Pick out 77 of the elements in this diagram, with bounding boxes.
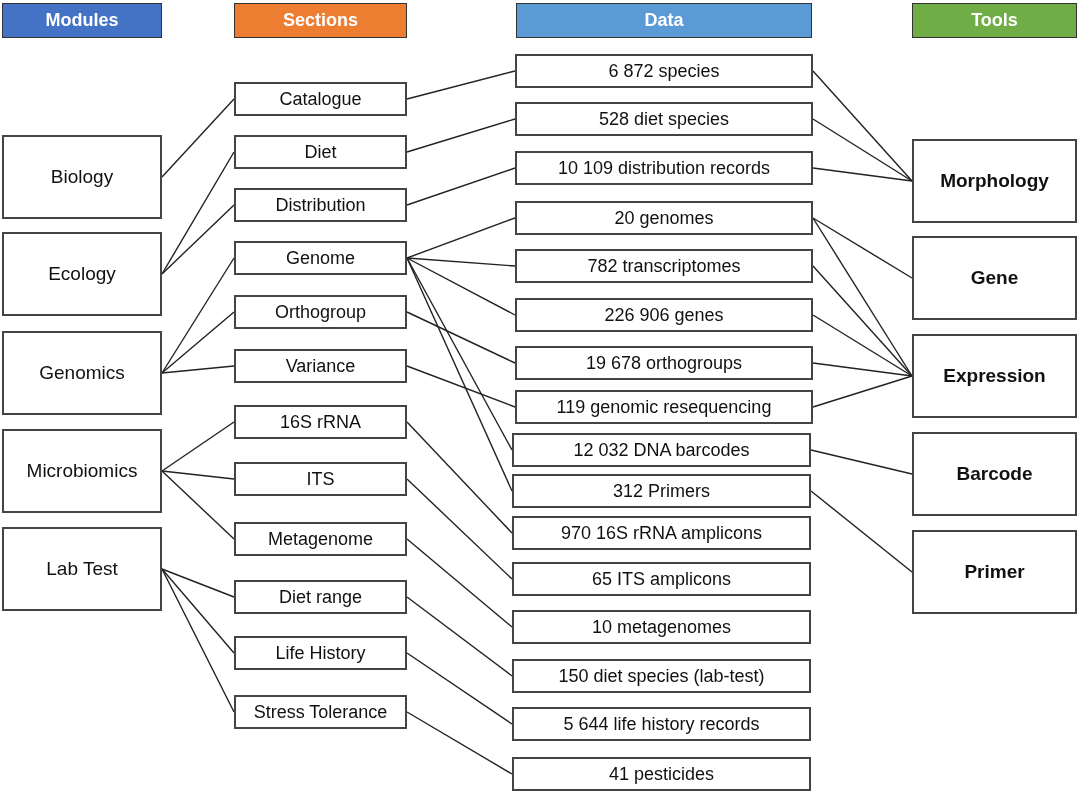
connector-line xyxy=(161,568,235,598)
connector-line xyxy=(812,118,913,182)
section-box: Genome xyxy=(234,241,407,275)
connector-line xyxy=(406,596,513,677)
connector-line xyxy=(812,375,913,408)
connector-line xyxy=(161,257,235,374)
section-box: Diet range xyxy=(234,580,407,614)
section-box: Metagenome xyxy=(234,522,407,556)
connector-line xyxy=(812,265,913,377)
tool-box: Gene xyxy=(912,236,1077,320)
connector-line xyxy=(406,118,516,153)
connector-line xyxy=(406,167,516,206)
data-box: 5 644 life history records xyxy=(512,707,811,741)
column-header: Data xyxy=(516,3,812,38)
data-box: 6 872 species xyxy=(515,54,813,88)
connector-line xyxy=(161,421,235,472)
data-box: 312 Primers xyxy=(512,474,811,508)
data-box: 10 109 distribution records xyxy=(515,151,813,185)
tool-box: Expression xyxy=(912,334,1077,418)
connector-line xyxy=(812,70,913,182)
section-box: Catalogue xyxy=(234,82,407,116)
data-box: 150 diet species (lab-test) xyxy=(512,659,811,693)
connector-line xyxy=(406,365,516,408)
data-box: 65 ITS amplicons xyxy=(512,562,811,596)
connector-line xyxy=(406,538,513,628)
column-header: Tools xyxy=(912,3,1077,38)
connector-line xyxy=(406,257,513,451)
tool-box: Morphology xyxy=(912,139,1077,223)
module-box: Ecology xyxy=(2,232,162,316)
data-box: 119 genomic resequencing xyxy=(515,390,813,424)
connector-line xyxy=(161,470,235,480)
connector-line xyxy=(406,311,516,364)
module-box: Biology xyxy=(2,135,162,219)
data-box: 20 genomes xyxy=(515,201,813,235)
column-header: Sections xyxy=(234,3,407,38)
connector-line xyxy=(406,478,513,580)
connector-line xyxy=(161,204,235,275)
data-box: 19 678 orthogroups xyxy=(515,346,813,380)
connector-line xyxy=(406,217,516,259)
data-box: 12 032 DNA barcodes xyxy=(512,433,811,467)
section-box: Life History xyxy=(234,636,407,670)
connector-line xyxy=(810,449,913,475)
connector-line xyxy=(161,568,235,654)
section-box: Stress Tolerance xyxy=(234,695,407,729)
section-box: ITS xyxy=(234,462,407,496)
tool-box: Barcode xyxy=(912,432,1077,516)
section-box: Diet xyxy=(234,135,407,169)
module-box: Lab Test xyxy=(2,527,162,611)
connector-line xyxy=(161,98,235,178)
connector-line xyxy=(406,421,513,534)
data-box: 10 metagenomes xyxy=(512,610,811,644)
section-box: Distribution xyxy=(234,188,407,222)
section-box: Orthogroup xyxy=(234,295,407,329)
connector-line xyxy=(812,217,913,279)
data-box: 970 16S rRNA amplicons xyxy=(512,516,811,550)
section-box: Variance xyxy=(234,349,407,383)
data-box: 528 diet species xyxy=(515,102,813,136)
connector-line xyxy=(812,167,913,182)
connector-line xyxy=(812,314,913,377)
data-box: 41 pesticides xyxy=(512,757,811,791)
connector-line xyxy=(406,711,513,775)
connector-line xyxy=(810,490,913,573)
connector-line xyxy=(161,365,235,374)
connector-line xyxy=(406,70,516,100)
connector-line xyxy=(406,257,516,267)
connector-line xyxy=(812,362,913,377)
column-header: Modules xyxy=(2,3,162,38)
connector-line xyxy=(161,470,235,540)
module-box: Microbiomics xyxy=(2,429,162,513)
tool-box: Primer xyxy=(912,530,1077,614)
section-box: 16S rRNA xyxy=(234,405,407,439)
data-box: 782 transcriptomes xyxy=(515,249,813,283)
connector-line xyxy=(161,311,235,374)
connector-line xyxy=(406,652,513,725)
connector-line xyxy=(406,257,516,316)
data-box: 226 906 genes xyxy=(515,298,813,332)
module-box: Genomics xyxy=(2,331,162,415)
